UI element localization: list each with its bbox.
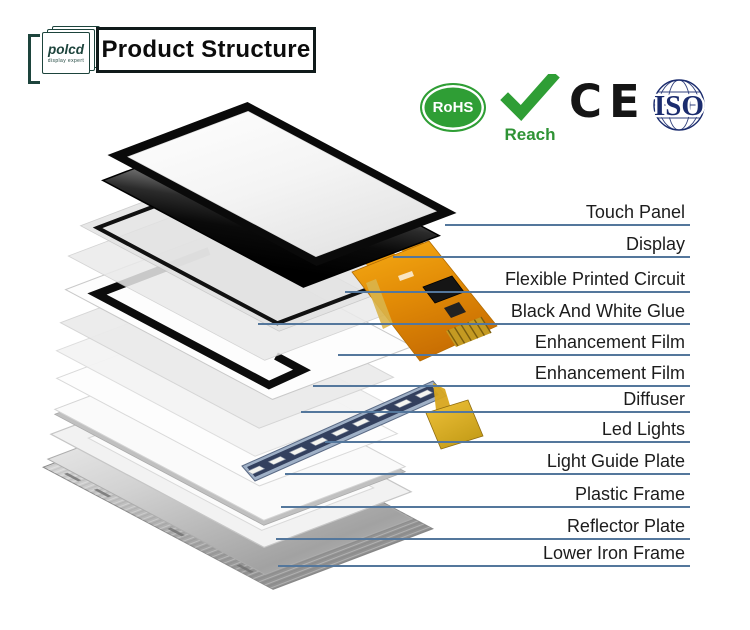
reach-check-icon <box>500 70 560 122</box>
rohs-label: RoHS <box>432 99 474 116</box>
logo-text: polcd <box>48 41 84 57</box>
layer-label-text: Enhancement Film <box>534 332 685 352</box>
iso-label: ISO <box>654 90 704 122</box>
layer-label-enhancement-film-4: Enhancement Film <box>338 332 690 356</box>
ce-mark-icon: CE <box>569 75 647 128</box>
rohs-badge-icon: RoHS <box>420 83 486 132</box>
layer-label-text: Light Guide Plate <box>546 451 685 471</box>
layer-label-display-1: Display <box>393 234 690 258</box>
layer-label-touch-panel-0: Touch Panel <box>445 202 690 226</box>
layer-label-plastic-frame-9: Plastic Frame <box>281 484 690 508</box>
iron-frame-slot <box>167 527 185 537</box>
logo-pages-icon: polcd display expert <box>42 26 102 76</box>
layer-label-text: Lower Iron Frame <box>542 543 685 563</box>
layer-label-light-guide-plate-8: Light Guide Plate <box>285 451 690 475</box>
layer-touch-panel-glass <box>127 110 438 258</box>
title-box: Product Structure <box>96 27 316 73</box>
layer-label-reflector-plate-10: Reflector Plate <box>276 516 690 540</box>
layer-label-led-lights-7: Led Lights <box>325 419 690 443</box>
layer-label-text: Plastic Frame <box>574 484 685 504</box>
logo-subtext: display expert <box>47 57 85 64</box>
logo-bracket <box>28 34 40 84</box>
reach-badge-icon: Reach <box>494 70 566 145</box>
brand-logo: polcd display expert <box>26 24 104 84</box>
layer-label-lower-iron-frame-11: Lower Iron Frame <box>278 543 690 567</box>
iron-frame-slot <box>93 488 112 498</box>
led-chip <box>246 465 266 475</box>
layer-label-diffuser-6: Diffuser <box>301 389 690 413</box>
led-chip <box>351 418 371 427</box>
layer-label-text: Touch Panel <box>585 202 685 222</box>
layer-label-text: Enhancement Film <box>534 363 685 383</box>
layer-label-text: Diffuser <box>623 389 685 409</box>
layer-label-text: Reflector Plate <box>566 516 685 536</box>
iso-badge-icon: ISO <box>644 76 714 134</box>
reach-label: Reach <box>504 125 556 144</box>
iron-frame-slot <box>236 564 254 573</box>
iron-frame-slot <box>64 472 82 482</box>
layer-label-text: Black And White Glue <box>510 301 685 321</box>
led-chip <box>393 399 413 408</box>
layer-label-text: Led Lights <box>601 419 685 439</box>
layer-label-text: Flexible Printed Circuit <box>504 269 685 289</box>
page-title: Product Structure <box>101 36 311 63</box>
led-chip <box>414 389 434 399</box>
led-chip <box>288 446 308 456</box>
led-chip <box>330 427 350 437</box>
led-chip <box>267 456 287 465</box>
layer-label-text: Display <box>625 234 685 254</box>
layer-label-black-and-white-glue-3: Black And White Glue <box>258 301 690 325</box>
led-chip <box>309 437 329 446</box>
layer-label-enhancement-film-5: Enhancement Film <box>313 363 690 387</box>
layer-label-flexible-printed-circuit-2: Flexible Printed Circuit <box>345 269 690 293</box>
